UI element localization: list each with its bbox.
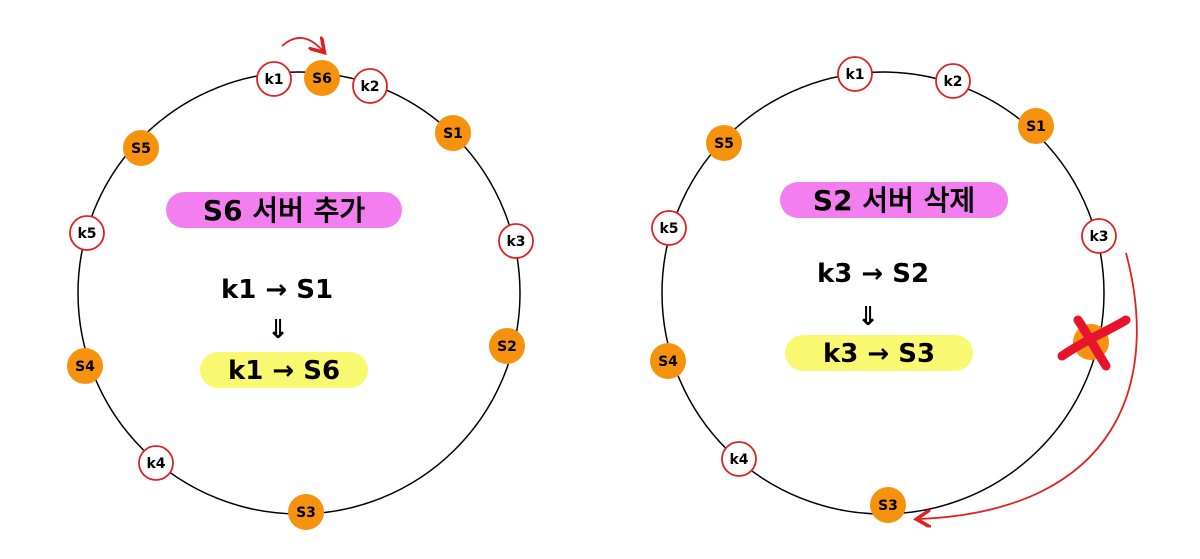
right-node-k1: k1 — [837, 56, 873, 92]
svg-text:S3: S3 — [296, 505, 316, 521]
left-node-s6: S6 — [304, 60, 340, 96]
left-diagram: S6 서버 추가 k1 → S1 ⇓ k1 → S6 k1 S6 k2 S1 k… — [67, 38, 534, 530]
right-banner-highlight — [780, 182, 1008, 218]
right-node-k5: k5 — [651, 210, 687, 246]
svg-text:S5: S5 — [714, 136, 734, 152]
svg-text:S4: S4 — [658, 354, 678, 370]
right-node-k3: k3 — [1081, 218, 1117, 254]
svg-text:k1: k1 — [264, 72, 283, 88]
removed-cross-stroke-1 — [1057, 315, 1131, 361]
right-reassign-arrow — [920, 252, 1138, 519]
svg-text:k1: k1 — [845, 67, 864, 83]
left-node-k1: k1 — [256, 61, 292, 97]
svg-text:S1: S1 — [1026, 119, 1046, 135]
svg-text:k2: k2 — [360, 79, 379, 95]
right-node-s5: S5 — [706, 125, 742, 161]
svg-text:k4: k4 — [729, 452, 748, 468]
right-node-k4: k4 — [721, 441, 757, 477]
svg-text:k5: k5 — [659, 221, 678, 237]
right-node-k2: k2 — [935, 63, 971, 99]
right-diagram: S2 서버 삭제 k3 → S2 ⇓ k3 → S3 k1 k2 S1 k3 — [650, 56, 1138, 523]
right-result-highlight — [785, 335, 973, 371]
right-node-removed-s2 — [1057, 315, 1131, 371]
left-banner-text: S6 서버 추가 — [203, 194, 365, 227]
svg-text:S1: S1 — [443, 126, 463, 142]
left-down-arrow: ⇓ — [267, 315, 289, 345]
svg-text:S5: S5 — [131, 141, 151, 157]
svg-text:k3: k3 — [506, 234, 525, 250]
right-down-arrow: ⇓ — [857, 302, 879, 332]
left-move-arrow — [281, 38, 322, 50]
left-node-s5: S5 — [123, 130, 159, 166]
left-node-k5: k5 — [69, 215, 105, 251]
svg-text:k2: k2 — [943, 74, 962, 90]
left-node-s4: S4 — [67, 348, 103, 384]
removed-cross-stroke-2 — [1073, 315, 1111, 371]
svg-text:k4: k4 — [146, 456, 165, 472]
left-node-s1: S1 — [435, 115, 471, 151]
left-result-highlight — [200, 352, 368, 388]
left-node-k2: k2 — [352, 68, 388, 104]
right-banner-text: S2 서버 삭제 — [813, 184, 975, 217]
left-mapping-before: k1 → S1 — [221, 275, 333, 305]
left-node-s3: S3 — [288, 494, 324, 530]
right-mapping-before: k3 → S2 — [817, 259, 929, 289]
svg-text:k3: k3 — [1089, 229, 1108, 245]
svg-text:k5: k5 — [77, 226, 96, 242]
left-node-k3: k3 — [498, 223, 534, 259]
svg-text:S4: S4 — [75, 359, 95, 375]
right-mapping-after: k3 → S3 — [823, 339, 935, 369]
svg-text:S2: S2 — [497, 339, 517, 355]
left-mapping-after: k1 → S6 — [228, 356, 340, 386]
right-node-s3: S3 — [870, 487, 906, 523]
right-node-s1: S1 — [1018, 108, 1054, 144]
right-node-s4: S4 — [650, 343, 686, 379]
left-node-k4: k4 — [138, 445, 174, 481]
svg-text:S6: S6 — [312, 71, 332, 87]
left-banner-highlight — [166, 192, 402, 228]
svg-text:S3: S3 — [878, 498, 898, 514]
left-node-s2: S2 — [489, 328, 525, 364]
